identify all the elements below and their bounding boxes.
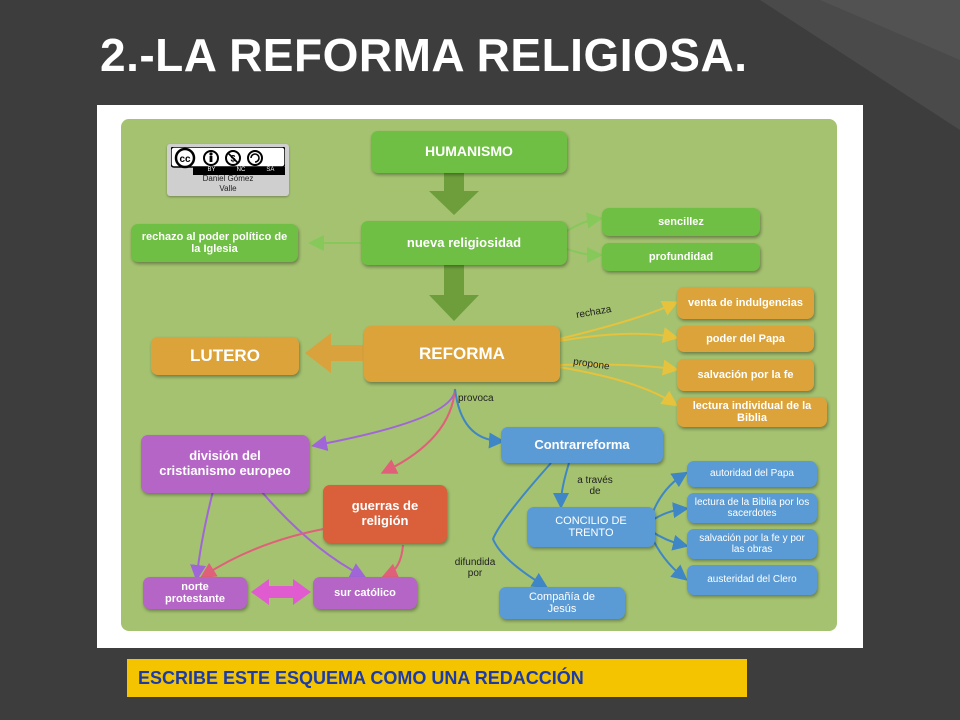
node-venta-indulgencias: venta de indulgencias [677,287,814,319]
link-label-difundida: difundida por [449,557,501,579]
cc-badge-labels: BY NC SA [197,167,285,173]
node-lectura-sacerdotes: lectura de la Biblia por los sacerdotes [687,493,817,523]
link-label-provoca: provoca [458,393,494,404]
arrow-norte-sur [251,579,311,605]
node-reforma: REFORMA [364,326,560,382]
node-sur-catolico: sur católico [313,577,417,609]
arrow-religiosidad-to-reforma [429,263,479,321]
node-division-cristianismo: división del cristianismo europeo [141,435,309,493]
node-lutero: LUTERO [151,337,299,375]
link-label-a-traves: a través de [573,475,617,497]
license-author-line1: Daniel Gómez [202,174,254,183]
node-salvacion-fe: salvación por la fe [677,359,814,391]
node-autoridad-papa: autoridad del Papa [687,461,817,487]
link-label-difundida-line1: difundida [454,557,496,568]
cc-badge-sa: SA [266,167,275,173]
cc-license-icons: cc $ [171,147,285,175]
slide-title: 2.-LA REFORMA RELIGIOSA. [100,29,748,81]
node-sencillez: sencillez [602,208,760,236]
node-contrarreforma: Contrarreforma [501,427,663,463]
node-lectura-individual: lectura individual de la Biblia [677,397,827,427]
concept-map-board: cc $ BY NC SA Daniel Gómez Valle [121,119,837,631]
node-rechazo-poder: rechazo al poder político de la Iglesia [131,224,298,262]
cc-badge-by: BY [207,167,216,173]
node-austeridad-clero: austeridad del Clero [687,565,817,595]
cc-license-badge: cc $ BY NC SA Daniel Gómez Valle [167,144,289,196]
cc-badge-nc: NC [236,167,246,173]
node-compania-jesus: Compañía de Jesús [499,587,625,619]
node-profundidad: profundidad [602,243,760,271]
node-humanismo: HUMANISMO [371,131,567,173]
task-instruction: ESCRIBE ESTE ESQUEMA COMO UNA REDACCIÓN [127,659,747,697]
arrow-humanismo-to-religiosidad [429,173,479,215]
link-label-a-traves-line2: de [589,486,601,497]
node-norte-protestante: norte protestante [143,577,247,609]
node-nueva-religiosidad: nueva religiosidad [361,221,567,265]
node-salvacion-fe-obras: salvación por la fe y por las obras [687,529,817,559]
concept-map-frame: cc $ BY NC SA Daniel Gómez Valle [97,105,863,648]
license-author: Daniel Gómez Valle [167,174,289,194]
license-author-line2: Valle [219,184,237,193]
node-concilio-trento: CONCILIO DE TRENTO [527,507,655,547]
arrow-reforma-to-lutero [305,333,363,373]
link-label-difundida-line2: por [467,568,483,579]
node-poder-papa: poder del Papa [677,326,814,352]
node-guerras-religion: guerras de religión [323,485,447,543]
link-label-a-traves-line1: a través [577,475,613,486]
svg-text:cc: cc [179,154,191,165]
